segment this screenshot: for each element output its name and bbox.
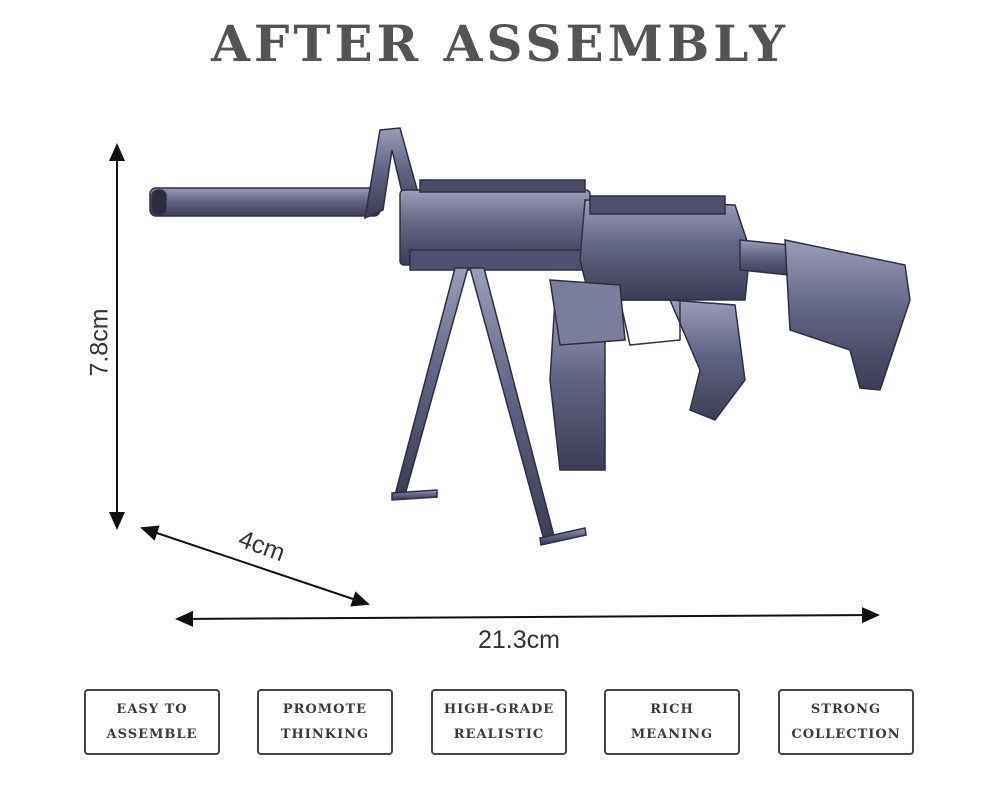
feature-line: HIGH-GRADE: [443, 702, 555, 717]
length-label: 21.3cm: [478, 626, 560, 654]
rifle-model-image: [149, 127, 911, 546]
depth-arrow: [140, 525, 370, 607]
feature-line: THINKING: [280, 727, 370, 742]
feature-line: RICH: [650, 702, 694, 717]
feature-box-strong-collection: STRONG COLLECTION: [778, 689, 914, 755]
feature-line: PROMOTE: [282, 702, 368, 717]
feature-box-high-grade-realistic: HIGH-GRADE REALISTIC: [431, 689, 567, 755]
feature-line: COLLECTION: [791, 727, 901, 742]
feature-box-rich-meaning: RICH MEANING: [604, 689, 740, 755]
feature-box-easy-to-assemble: EASY TO ASSEMBLE: [84, 689, 220, 755]
feature-line: REALISTIC: [453, 727, 545, 742]
feature-line: ASSEMBLE: [106, 727, 198, 742]
height-label: 7.8cm: [85, 308, 114, 377]
feature-line: EASY TO: [116, 702, 188, 717]
feature-line: MEANING: [630, 727, 714, 742]
feature-box-promote-thinking: PROMOTE THINKING: [257, 689, 393, 755]
page-title: AFTER ASSEMBLY: [211, 14, 789, 73]
feature-line: STRONG: [810, 702, 882, 717]
length-arrow: [175, 607, 880, 627]
